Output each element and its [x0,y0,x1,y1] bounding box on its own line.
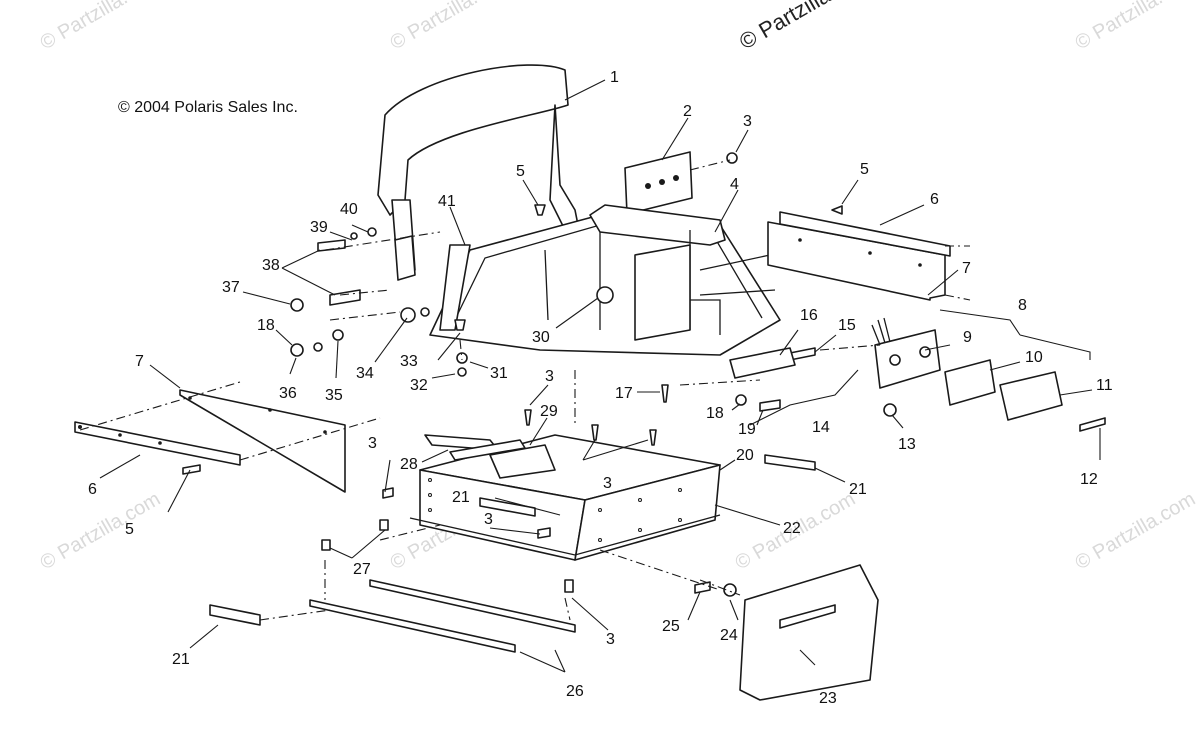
callout-7: 7 [962,260,971,277]
callout-labels: 1 2 3 4 5 5 6 7 8 9 10 11 12 13 14 15 16… [88,69,1113,707]
callout-3: 3 [603,475,612,492]
callout-21: 21 [849,481,867,498]
callout-40: 40 [340,201,358,218]
callout-27: 27 [353,561,371,578]
callout-19: 19 [738,421,756,438]
callout-34: 34 [356,365,374,382]
callout-17: 17 [615,385,633,402]
floor-mats [424,434,526,461]
callout-8: 8 [1018,297,1027,314]
callout-38: 38 [262,257,280,274]
mud-flap [739,564,879,701]
watermark: © Partzilla.com [37,488,165,574]
callout-24: 24 [720,627,738,644]
callout-5: 5 [516,163,525,180]
callout-41: 41 [438,193,456,210]
callout-6: 6 [88,481,97,498]
runners [309,579,576,653]
callout-9: 9 [963,329,972,346]
rack-frame [429,204,781,356]
callout-22: 22 [783,520,801,537]
leader-lines [99,79,1101,673]
copyright-notice: © 2004 Polaris Sales Inc. [118,99,298,116]
watermark-top: © Partzilla.com [735,0,876,54]
callout-10: 10 [1025,349,1043,366]
callout-32: 32 [410,377,428,394]
reflector-strips [209,454,816,626]
callout-13: 13 [898,436,916,453]
callout-37: 37 [222,279,240,296]
bracket-plate [624,151,693,215]
callout-15: 15 [838,317,856,334]
callout-20: 20 [736,447,754,464]
watermark: © Partzilla.com [37,0,165,54]
callout-25: 25 [662,618,680,635]
watermark: © Partzilla.com [1072,0,1200,54]
callout-23: 23 [819,690,837,707]
backrest [377,64,581,281]
callout-30: 30 [532,329,550,346]
callout-7: 7 [135,353,144,370]
callout-3: 3 [368,435,377,452]
callout-26: 26 [566,683,584,700]
callout-18: 18 [706,405,724,422]
callout-2: 2 [683,103,692,120]
callout-12: 12 [1080,471,1098,488]
callout-33: 33 [400,353,418,370]
callout-31: 31 [490,365,508,382]
callout-1: 1 [610,69,619,86]
callout-21: 21 [452,489,470,506]
callout-35: 35 [325,387,343,404]
callout-28: 28 [400,456,418,473]
callout-5: 5 [860,161,869,178]
callout-29: 29 [540,403,558,420]
callout-21: 21 [172,651,190,668]
callout-36: 36 [279,385,297,402]
alignment-lines [79,159,971,621]
callout-39: 39 [310,219,328,236]
tail-light-assembly [871,317,1063,421]
right-side-panel [767,211,951,301]
callout-18: 18 [257,317,275,334]
callout-3: 3 [545,368,554,385]
callout-3: 3 [743,113,752,130]
callout-5: 5 [125,521,134,538]
callout-3: 3 [484,511,493,528]
watermark: © Partzilla.com [1072,488,1200,574]
callout-16: 16 [800,307,818,324]
callout-3: 3 [606,631,615,648]
callout-11: 11 [1096,377,1113,394]
watermark: © Partzilla.com [387,0,515,54]
left-side-panel [74,389,346,493]
callout-14: 14 [812,419,830,436]
fasteners [182,152,1106,597]
callout-6: 6 [930,191,939,208]
callout-4: 4 [730,176,739,193]
